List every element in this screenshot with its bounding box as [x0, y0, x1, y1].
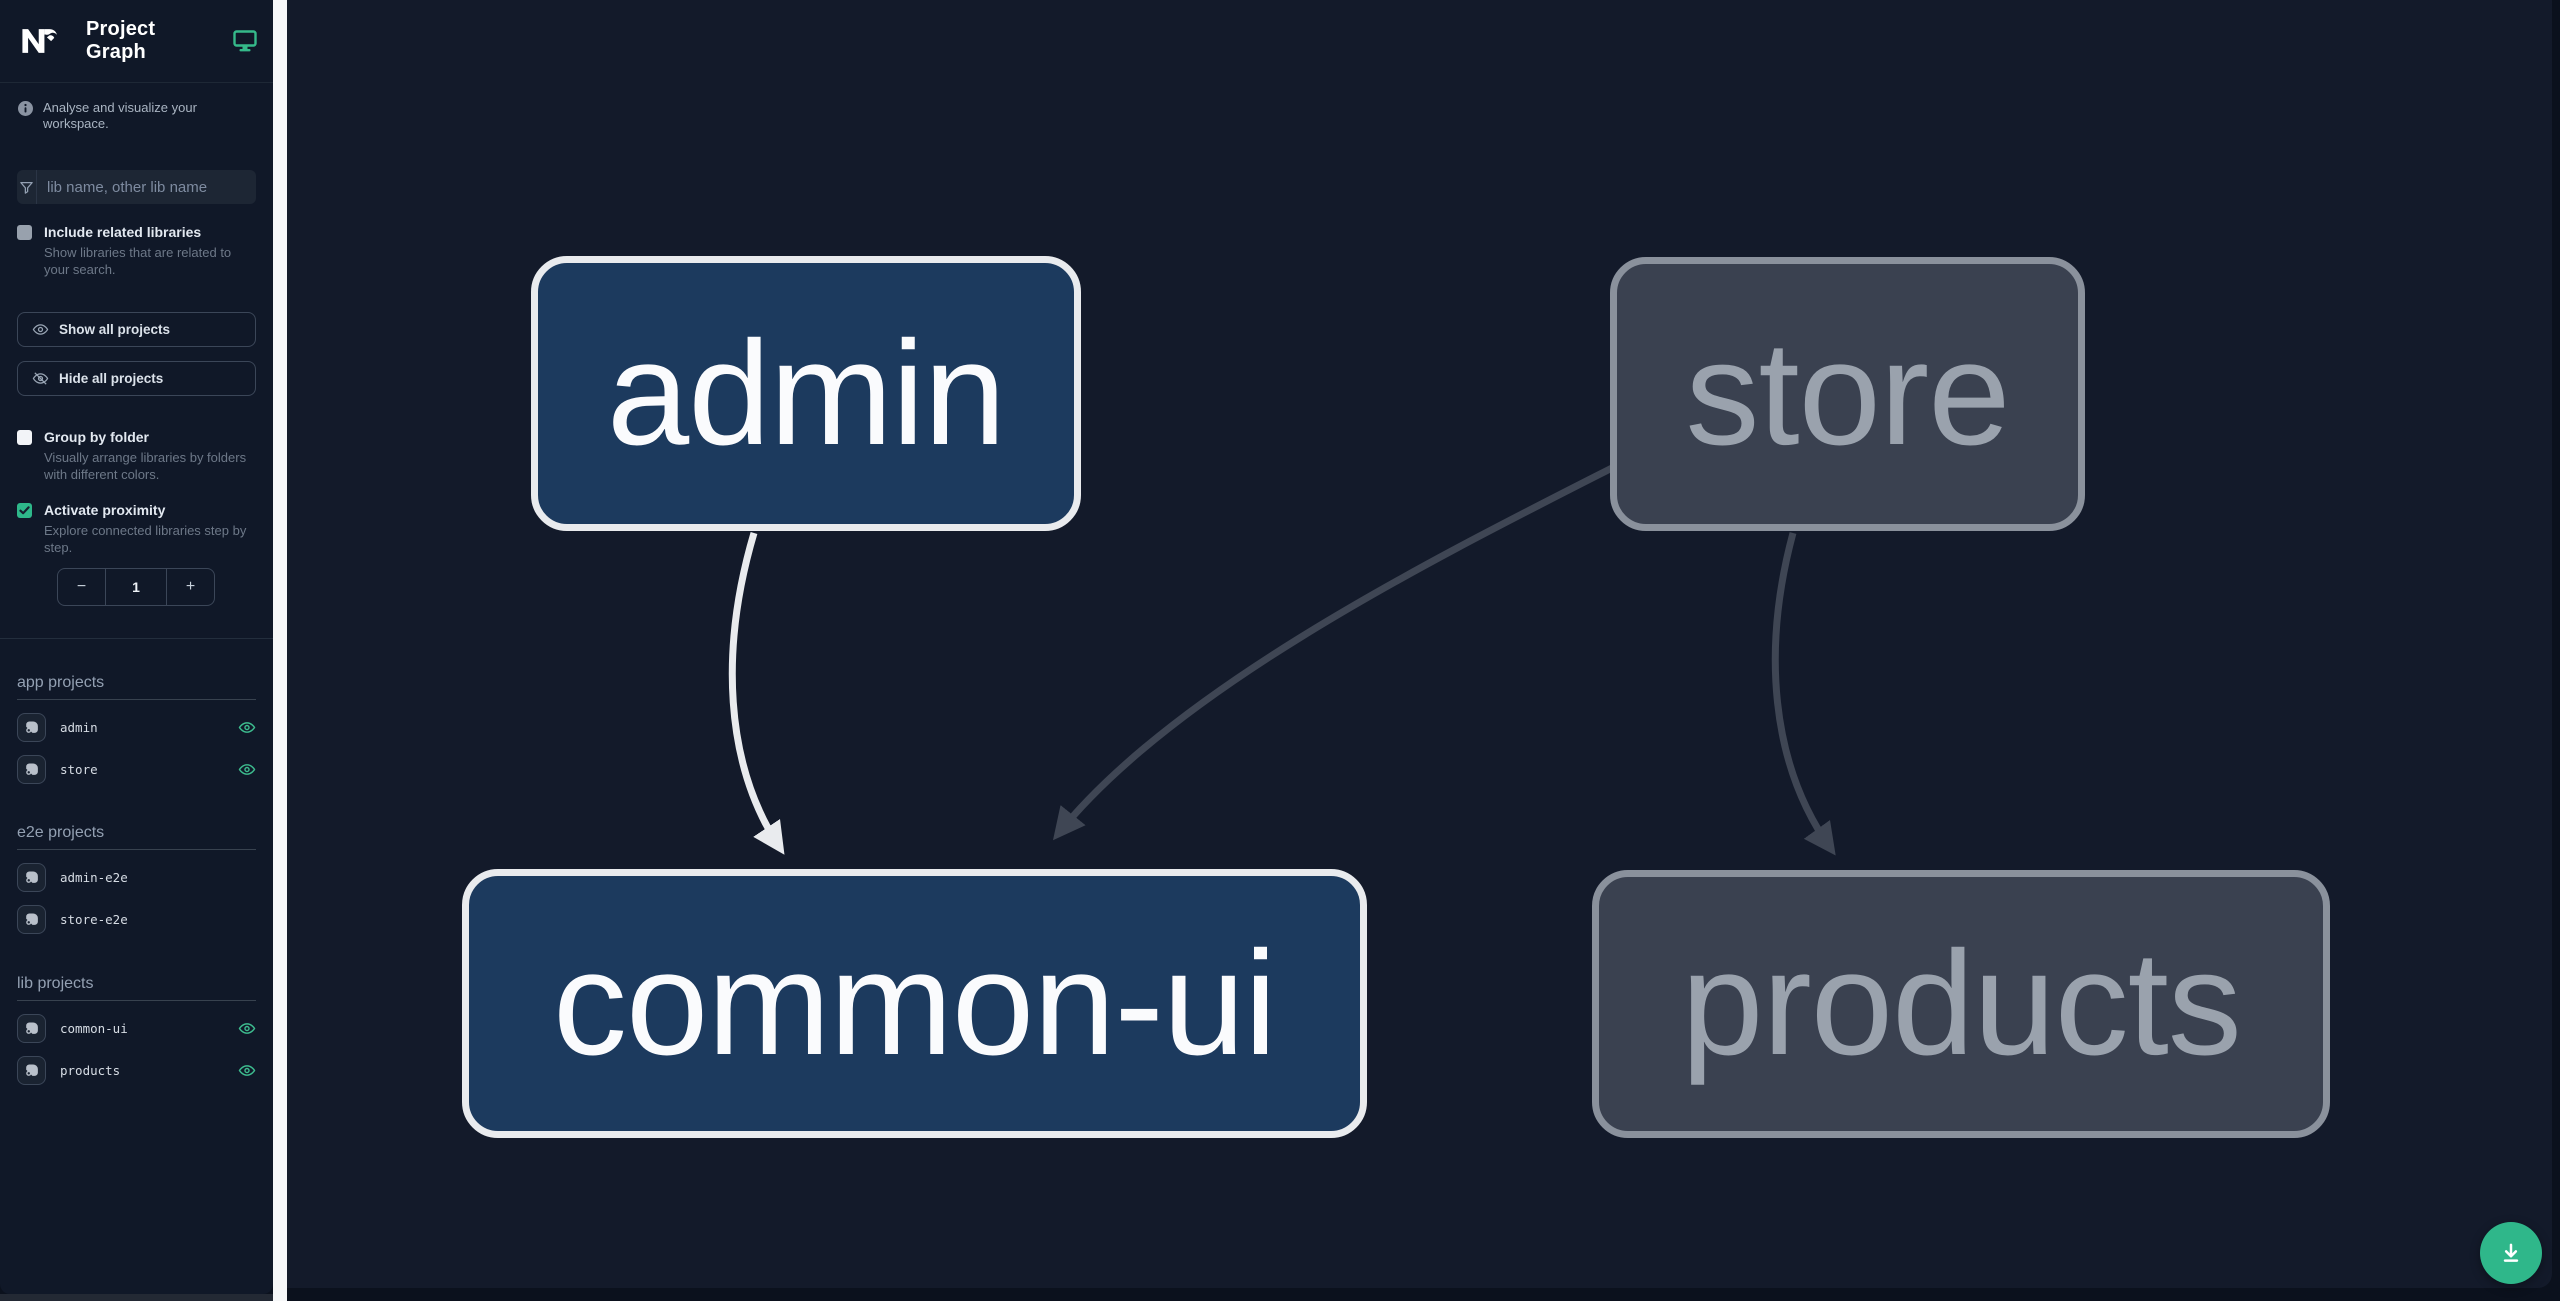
- visibility-eye-icon[interactable]: [238, 1064, 256, 1077]
- sidebar: Project Graph Analyse and visualize your…: [0, 0, 273, 1294]
- include-related-description: Show libraries that are related to your …: [44, 245, 232, 277]
- focus-project-icon[interactable]: [17, 1056, 46, 1085]
- show-all-projects-label: Show all projects: [59, 322, 171, 337]
- proximity-increment-button[interactable]: +: [166, 569, 214, 605]
- project-row-admin: admin: [17, 713, 256, 742]
- filter-funnel-icon: [17, 170, 37, 204]
- monitor-icon[interactable]: [233, 30, 257, 52]
- workspace-tagline-row: Analyse and visualize your workspace.: [18, 100, 256, 132]
- group-by-folder-label: Group by folder: [44, 429, 149, 445]
- show-all-projects-button[interactable]: Show all projects: [17, 312, 256, 347]
- section-e2e-projects: e2e projects admin-e2e: [17, 824, 256, 934]
- sidebar-divider: [0, 638, 273, 639]
- project-name: admin: [60, 720, 98, 735]
- activate-proximity-option: Activate proximity Explore connected lib…: [17, 502, 256, 556]
- node-label: store: [1685, 311, 2010, 476]
- section-heading-lib-projects: lib projects: [17, 975, 256, 1001]
- focus-project-icon[interactable]: [17, 863, 46, 892]
- hide-all-projects-label: Hide all projects: [59, 371, 164, 386]
- activate-proximity-description: Explore connected libraries step by step…: [44, 523, 247, 555]
- graph-node-products[interactable]: products: [1592, 870, 2330, 1138]
- project-row-admin-e2e: admin-e2e: [17, 863, 256, 892]
- workspace-tagline: Analyse and visualize your workspace.: [43, 100, 197, 131]
- group-by-folder-checkbox[interactable]: [17, 430, 32, 445]
- focus-project-icon[interactable]: [17, 713, 46, 742]
- hide-all-projects-button[interactable]: Hide all projects: [17, 361, 256, 396]
- project-row-common-ui: common-ui: [17, 1014, 256, 1043]
- visibility-eye-icon[interactable]: [238, 763, 256, 776]
- section-lib-projects: lib projects common-ui: [17, 975, 256, 1085]
- proximity-decrement-button[interactable]: −: [58, 569, 106, 605]
- node-label: common-ui: [553, 920, 1277, 1086]
- include-related-label: Include related libraries: [44, 224, 202, 240]
- proximity-depth-stepper: − 1 +: [57, 568, 215, 606]
- download-icon: [2503, 1243, 2519, 1262]
- section-heading-app-projects: app projects: [17, 674, 256, 700]
- project-row-store: store: [17, 755, 256, 784]
- visibility-eye-icon[interactable]: [238, 1022, 256, 1035]
- activate-proximity-label: Activate proximity: [44, 502, 166, 518]
- focus-project-icon[interactable]: [17, 755, 46, 784]
- project-name: products: [60, 1063, 121, 1078]
- section-app-projects: app projects admin: [17, 674, 256, 784]
- project-row-store-e2e: store-e2e: [17, 905, 256, 934]
- project-name: admin-e2e: [60, 870, 128, 885]
- vertical-scrollbar[interactable]: [273, 0, 287, 1301]
- include-related-option: Include related libraries Show libraries…: [17, 224, 256, 278]
- eye-icon: [32, 324, 49, 335]
- graph-node-common-ui[interactable]: common-ui: [462, 869, 1367, 1138]
- include-related-checkbox[interactable]: [17, 225, 32, 240]
- sidebar-header: Project Graph: [0, 0, 273, 83]
- nx-logo: [22, 29, 57, 53]
- proximity-depth-value: 1: [132, 579, 140, 595]
- group-by-folder-description: Visually arrange libraries by folders wi…: [44, 450, 247, 482]
- project-name: common-ui: [60, 1021, 128, 1036]
- group-by-folder-option: Group by folder Visually arrange librari…: [17, 429, 256, 483]
- project-name: store-e2e: [60, 912, 128, 927]
- node-label: admin: [606, 310, 1006, 476]
- project-name: store: [60, 762, 98, 777]
- eye-off-icon: [32, 372, 49, 385]
- section-heading-e2e-projects: e2e projects: [17, 824, 256, 850]
- graph-node-store[interactable]: store: [1610, 257, 2085, 531]
- download-graph-button[interactable]: [2480, 1222, 2542, 1284]
- focus-project-icon[interactable]: [17, 1014, 46, 1043]
- search-box: [17, 170, 256, 204]
- search-input[interactable]: [37, 170, 256, 204]
- project-row-products: products: [17, 1056, 256, 1085]
- horizontal-scrollbar[interactable]: [0, 1294, 273, 1301]
- focus-project-icon[interactable]: [17, 905, 46, 934]
- graph-node-admin[interactable]: admin: [531, 256, 1081, 531]
- app-title: Project Graph: [86, 18, 156, 63]
- info-icon: [18, 101, 33, 116]
- activate-proximity-checkbox[interactable]: [17, 503, 32, 518]
- check-icon: [19, 506, 30, 515]
- node-label: products: [1681, 921, 2242, 1086]
- visibility-eye-icon[interactable]: [238, 721, 256, 734]
